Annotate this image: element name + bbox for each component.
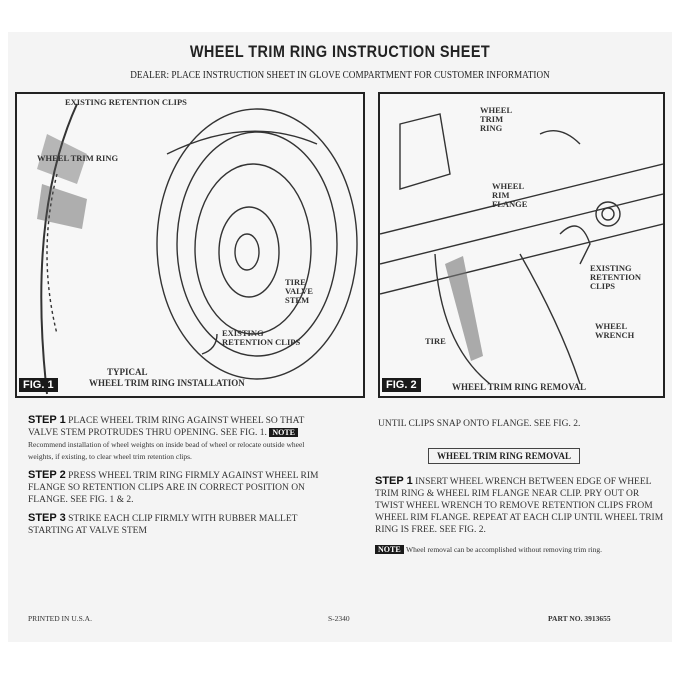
figure-1: EXISTING RETENTION CLIPS WHEEL TRIM RING…: [15, 92, 365, 398]
install-step-3: STEP 3 STRIKE EACH CLIP FIRMLY WITH RUBB…: [28, 512, 298, 536]
install-steps: STEP 1 PLACE WHEEL TRIM RING AGAINST WHE…: [28, 414, 328, 537]
trim-ring-removal-illustration: [380, 113, 663, 385]
fig-2-tag: FIG. 2: [382, 378, 421, 392]
sheet-code: S-2340: [328, 614, 350, 623]
label-wheel-trim-ring: WHEEL TRIM RING: [37, 153, 119, 163]
label-wheel-trim-ring: WHEEL TRIM RING: [480, 105, 512, 133]
label-wheel-wrench: WHEEL WRENCH: [595, 321, 635, 340]
sheet-title: WHEEL TRIM RING INSTRUCTION SHEET: [189, 42, 491, 61]
removal-step-1: STEP 1 INSERT WHEEL WRENCH BETWEEN EDGE …: [375, 475, 664, 535]
label-wheel-rim-flange: WHEEL RIM FLANGE: [492, 181, 528, 209]
figure-2: WHEEL TRIM RING WHEEL RIM FLANGE EXISTIN…: [378, 92, 665, 398]
part-number: PART NO. 3913655: [548, 614, 611, 623]
label-tire: TIRE: [425, 336, 446, 346]
install-step-3-continued: UNTIL CLIPS SNAP ONTO FLANGE. SEE FIG. 2…: [378, 419, 581, 429]
label-tire-valve-stem: TIRE VALVE STEM: [285, 277, 313, 305]
install-step-1: STEP 1 PLACE WHEEL TRIM RING AGAINST WHE…: [28, 414, 305, 461]
printed-in: PRINTED IN U.S.A.: [28, 614, 92, 623]
label-existing-retention-clips: EXISTING RETENTION CLIPS: [590, 263, 642, 291]
fig-2-caption: WHEEL TRIM RING REMOVAL: [452, 382, 586, 392]
removal-steps: STEP 1 INSERT WHEEL WRENCH BETWEEN EDGE …: [375, 475, 665, 556]
install-step-2: STEP 2 PRESS WHEEL TRIM RING FIRMLY AGAI…: [28, 469, 319, 505]
wheel-trim-ring-illustration: [37, 103, 358, 395]
label-existing-retention-clips: EXISTING RETENTION CLIPS: [65, 97, 187, 107]
removal-note: NOTE Wheel removal can be accomplished w…: [375, 544, 665, 556]
fig-1-tag: FIG. 1: [19, 378, 58, 392]
removal-heading: WHEEL TRIM RING REMOVAL: [428, 448, 580, 464]
dealer-instruction: DEALER: PLACE INSTRUCTION SHEET IN GLOVE…: [130, 70, 550, 81]
